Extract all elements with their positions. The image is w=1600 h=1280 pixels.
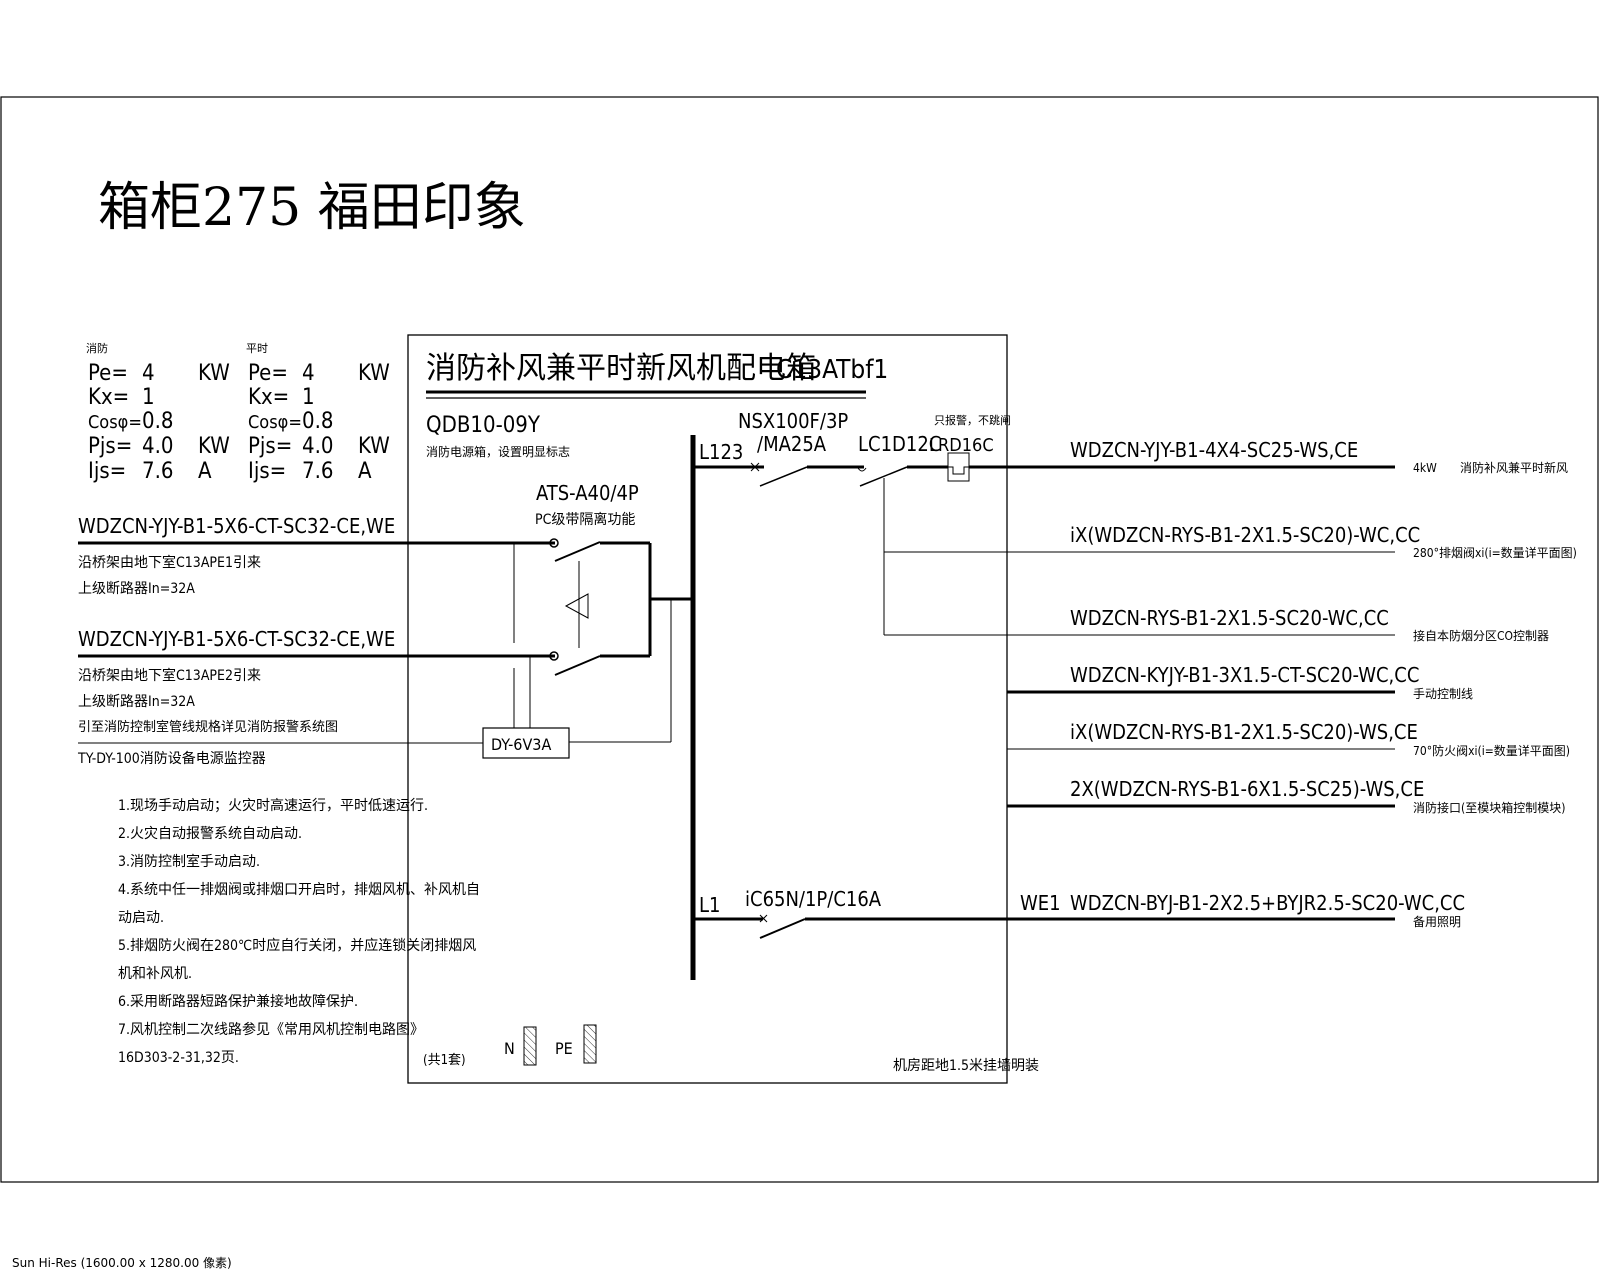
outgoing-desc: 接自本防烟分区CO控制器 <box>1413 628 1549 643</box>
panel-model-note: 消防电源箱，设置明显标志 <box>426 444 570 459</box>
sheet-frame <box>0 96 1599 1183</box>
thermal-relay-note: 只报警，不跳闸 <box>934 413 1011 427</box>
ats-switch-symbol <box>513 538 693 743</box>
normal-pjs-unit: KW <box>358 434 390 459</box>
monitor-module-box <box>482 727 570 759</box>
sheet-title: 箱柜275 福田印象 <box>98 178 526 238</box>
normal-ijs-value: 7.6 <box>302 459 333 484</box>
outgoing-lines <box>1007 690 1395 808</box>
monitor-note: 引至消防控制室管线规格详见消防报警系统图 <box>78 719 338 735</box>
incoming-1-cable: WDZCN-YJY-B1-5X6-CT-SC32-CE,WE <box>78 514 395 538</box>
fire-header: 消防 <box>86 341 108 355</box>
fire-pjs-label: Pjs= <box>88 434 132 459</box>
breaker-main-label: NSX100F/3P <box>738 409 848 433</box>
outgoing-desc: 消防接口(至模块箱控制模块) <box>1413 800 1565 815</box>
fire-pe-value: 4 <box>142 361 155 386</box>
n-terminal-label: N <box>504 1039 515 1058</box>
fire-pjs-unit: KW <box>198 434 230 459</box>
monitor-module-label: DY-6V3A <box>491 735 551 754</box>
fire-cos-value: 0.8 <box>142 409 173 434</box>
ats-note: PC级带隔离功能 <box>535 511 635 528</box>
monitor-device: TY-DY-100消防设备电源监控器 <box>77 750 266 767</box>
outgoing-desc: 消防补风兼平时新风 <box>1460 460 1568 475</box>
bus-l1-label: L1 <box>699 893 720 917</box>
outgoing-cable: iX(WDZCN-RYS-B1-2X1.5-SC20)-WC,CC <box>1070 523 1420 547</box>
install-note: 机房距地1.5米挂墙明装 <box>893 1058 1039 1074</box>
load-calc-fire: 消防 Pe= 4 KW Kx= 1 Cosφ= 0.8 Pjs= 4.0 KW … <box>86 341 230 484</box>
fire-kx-value: 1 <box>142 385 155 410</box>
incoming-2-cable: WDZCN-YJY-B1-5X6-CT-SC32-CE,WE <box>78 627 395 651</box>
breaker-l1-label: iC65N/1P/C16A <box>745 887 882 911</box>
fire-cos-label: Cosφ= <box>88 412 142 433</box>
outgoing-desc: 手动控制线 <box>1413 687 1473 701</box>
outgoing-cable: 2X(WDZCN-RYS-B1-6X1.5-SC25)-WS,CE <box>1070 777 1424 801</box>
normal-pe-value: 4 <box>302 361 315 386</box>
note-line: 2.火灾自动报警系统自动启动. <box>118 825 302 842</box>
outgoing-cable: WDZCN-RYS-B1-2X1.5-SC20-WC,CC <box>1070 606 1389 630</box>
outgoing-load: 4kW <box>1413 461 1437 475</box>
note-line: 7.风机控制二次线路参见《常用风机控制电路图》 <box>118 1021 424 1038</box>
outgoing-desc: 70°防火阀xi(i=数量详平面图) <box>1413 743 1570 758</box>
main-breaker-symbol <box>695 452 1395 636</box>
outgoing-desc: 280°排烟阀xi(i=数量详平面图) <box>1413 545 1577 560</box>
incoming-1-note1: 沿桥架由地下室C13APE1引来 <box>78 554 261 571</box>
normal-kx-value: 1 <box>302 385 315 410</box>
breaker-main-trip: /MA25A <box>757 432 827 456</box>
normal-pjs-label: Pjs= <box>248 434 292 459</box>
fire-pe-label: Pe= <box>88 361 128 386</box>
normal-pjs-value: 4.0 <box>302 434 333 459</box>
panel-name: 消防补风兼平时新风机配电箱 <box>426 351 816 386</box>
fire-pe-unit: KW <box>198 361 230 386</box>
normal-cos-value: 0.8 <box>302 409 333 434</box>
fire-ijs-unit: A <box>198 459 212 484</box>
outgoing-cable: WDZCN-YJY-B1-4X4-SC25-WS,CE <box>1070 438 1358 462</box>
note-line: 动启动. <box>118 910 164 926</box>
note-line: 16D303-2-31,32页. <box>118 1050 239 1066</box>
outgoing-circuit-id: WE1 <box>1020 891 1061 915</box>
fire-ijs-label: Ijs= <box>88 459 126 484</box>
note-line: 1.现场手动启动；火灾时高速运行，平时低速运行. <box>118 797 428 814</box>
pe-terminal-bar <box>583 1024 597 1064</box>
note-line: 5.排烟防火阀在280℃时应自行关闭，并应连锁关闭排烟风 <box>118 937 476 954</box>
outgoing-circuits: WDZCN-YJY-B1-4X4-SC25-WS,CE 4kW 消防补风兼平时新… <box>1020 438 1577 929</box>
incoming-1-note2: 上级断路器In=32A <box>78 581 195 597</box>
outgoing-cable: WDZCN-BYJ-B1-2X2.5+BYJR2.5-SC20-WC,CC <box>1070 891 1465 915</box>
note-line: 4.系统中任一排烟阀或排烟口开启时，排烟风机、补风机自 <box>118 882 480 898</box>
design-notes: 1.现场手动启动；火灾时高速运行，平时低速运行. 2.火灾自动报警系统自动启动.… <box>118 797 480 1066</box>
normal-kx-label: Kx= <box>248 385 289 410</box>
l1-breaker-symbol <box>695 914 1395 939</box>
ats-label: ATS-A40/4P <box>536 481 639 505</box>
normal-header: 平时 <box>246 342 268 355</box>
normal-ijs-unit: A <box>358 459 372 484</box>
note-line: 3.消防控制室手动启动. <box>118 853 260 870</box>
panel-quantity: (共1套) <box>423 1052 466 1068</box>
n-terminal-bar <box>523 1026 537 1066</box>
bus-main-label: L123 <box>699 440 743 464</box>
outgoing-cable: WDZCN-KYJY-B1-3X1.5-CT-SC20-WC,CC <box>1070 663 1419 687</box>
incoming-feeder-2: WDZCN-YJY-B1-5X6-CT-SC32-CE,WE 沿桥架由地下室C1… <box>78 627 555 710</box>
normal-pe-label: Pe= <box>248 361 288 386</box>
normal-ijs-label: Ijs= <box>248 459 286 484</box>
fire-ijs-value: 7.6 <box>142 459 173 484</box>
fire-kx-label: Kx= <box>88 385 129 410</box>
fire-pjs-value: 4.0 <box>142 434 173 459</box>
status-bar: Sun Hi-Res (1600.00 x 1280.00 像素) <box>12 1256 232 1270</box>
pe-terminal-label: PE <box>555 1039 573 1058</box>
thermal-relay-label: LRD16C <box>929 435 994 456</box>
normal-cos-label: Cosφ= <box>248 412 302 433</box>
outgoing-desc: 备用照明 <box>1413 915 1461 929</box>
panel-enclosure <box>407 334 1008 1084</box>
note-line: 6.采用断路器短路保护兼接地故障保护. <box>118 993 358 1010</box>
contactor-label: LC1D12C <box>858 432 941 456</box>
outgoing-cable: iX(WDZCN-RYS-B1-2X1.5-SC20)-WS,CE <box>1070 720 1418 744</box>
panel-model: QDB10-09Y <box>426 413 541 438</box>
load-calc-normal: 平时 Pe= 4 KW Kx= 1 Cosφ= 0.8 Pjs= 4.0 KW … <box>246 342 390 484</box>
normal-pe-unit: KW <box>358 361 390 386</box>
incoming-feeder-1: WDZCN-YJY-B1-5X6-CT-SC32-CE,WE 沿桥架由地下室C1… <box>78 514 555 597</box>
panel-code: C13ATbf1 <box>776 355 888 385</box>
note-line: 机和补风机. <box>118 966 192 982</box>
incoming-2-note2: 上级断路器In=32A <box>78 694 195 710</box>
incoming-2-note1: 沿桥架由地下室C13APE2引来 <box>78 667 261 684</box>
